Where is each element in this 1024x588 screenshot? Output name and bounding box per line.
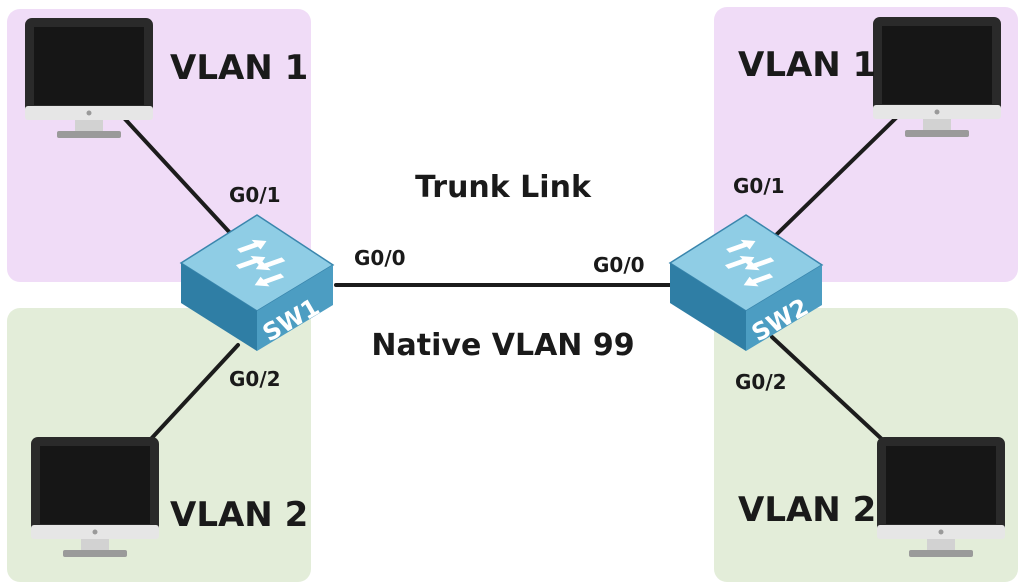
sw2-port-g0-2: G0/2 — [735, 370, 787, 394]
native-vlan-label: Native VLAN 99 — [371, 328, 634, 363]
cable-pc3-sw2 — [774, 116, 898, 237]
sw1-port-g0-1: G0/1 — [229, 183, 281, 207]
cable-pc4-sw2 — [770, 335, 888, 445]
cables — [122, 116, 898, 445]
vlan1-label-right: VLAN 1 — [738, 45, 876, 85]
sw1-port-g0-0: G0/0 — [354, 246, 406, 270]
vlan2-label-right: VLAN 2 — [738, 490, 876, 530]
desktop-computer-icon — [31, 437, 159, 557]
vlan2-label-left: VLAN 2 — [170, 495, 308, 535]
trunk-link-label: Trunk Link — [415, 170, 592, 205]
desktop-computer-icon — [25, 18, 153, 138]
sw2-port-g0-0: G0/0 — [593, 253, 645, 277]
vlan1-label-left: VLAN 1 — [170, 48, 308, 88]
sw1-port-g0-2: G0/2 — [229, 367, 281, 391]
desktop-computer-icon — [877, 437, 1005, 557]
sw2-port-g0-1: G0/1 — [733, 174, 785, 198]
cable-pc2-sw1 — [148, 343, 240, 442]
desktop-computer-icon — [873, 17, 1001, 137]
cable-pc1-sw1 — [122, 116, 234, 237]
